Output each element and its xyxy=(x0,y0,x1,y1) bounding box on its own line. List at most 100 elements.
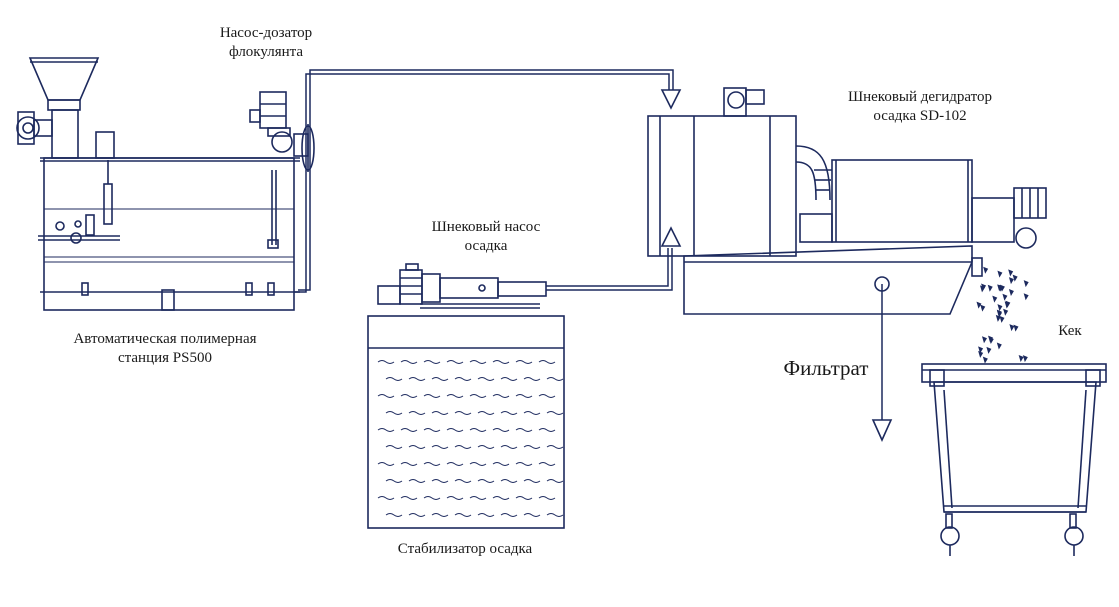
wave-mark xyxy=(538,462,556,466)
wave-mark xyxy=(377,462,395,466)
cake-particle xyxy=(1022,355,1028,363)
cake-particle xyxy=(1013,324,1019,332)
wave-mark xyxy=(423,496,441,500)
pipes xyxy=(294,69,893,442)
screw-pump-label: Шнековый насос осадка xyxy=(406,218,566,256)
wave-mark xyxy=(492,394,510,398)
wave-mark xyxy=(500,377,518,381)
cake-particle xyxy=(997,270,1003,278)
wave-mark xyxy=(454,513,472,517)
wave-mark xyxy=(515,428,533,432)
cake-particle xyxy=(996,342,1002,350)
wave-mark xyxy=(400,496,418,500)
wave-mark xyxy=(454,411,472,415)
wave-mark xyxy=(385,513,403,517)
wave-mark xyxy=(515,394,533,398)
wave-mark xyxy=(492,462,510,466)
dehydrator-label-line2: осадка SD-102 xyxy=(873,108,967,124)
screw-pump-label-line2: осадка xyxy=(464,238,508,254)
wave-mark xyxy=(408,445,426,449)
wave-mark xyxy=(377,394,395,398)
wave-mark xyxy=(469,428,487,432)
dosing-pump-label-line2: флокулянта xyxy=(228,44,304,60)
wave-mark xyxy=(400,360,418,364)
wave-mark xyxy=(538,360,556,364)
dosing-pump-label: Насос-дозатор флокулянта xyxy=(196,24,336,62)
cake-particle xyxy=(1002,293,1008,301)
wave-mark xyxy=(377,428,395,432)
wave-mark xyxy=(469,462,487,466)
cake-particle xyxy=(980,304,986,312)
wave-mark xyxy=(446,394,464,398)
cake-particle xyxy=(1018,354,1024,362)
cake-particle xyxy=(997,304,1003,312)
polymer-station xyxy=(16,57,315,311)
cake-particle xyxy=(986,346,992,354)
cake-particle xyxy=(978,350,984,358)
wave-mark xyxy=(546,445,564,449)
polymer-station-label: Автоматическая полимерная станция PS500 xyxy=(40,330,290,368)
wave-mark xyxy=(492,496,510,500)
cake-particle xyxy=(1008,269,1014,277)
cake-particle xyxy=(999,315,1005,323)
screw-pump xyxy=(377,263,547,309)
cake-particle xyxy=(983,266,989,274)
wave-mark xyxy=(454,479,472,483)
stabilizer-label: Стабилизатор осадка xyxy=(397,541,533,557)
cake-particle xyxy=(996,309,1002,317)
wave-mark xyxy=(477,377,495,381)
cake-particle xyxy=(987,284,993,292)
wave-mark xyxy=(523,377,541,381)
cake-particle xyxy=(976,301,982,309)
wave-mark xyxy=(431,445,449,449)
wave-mark xyxy=(477,513,495,517)
wave-mark xyxy=(385,411,403,415)
dehydrator-label-line1: Шнековый дегидратор xyxy=(847,89,992,105)
wave-mark xyxy=(492,360,510,364)
cake-particle xyxy=(992,295,998,303)
wave-mark xyxy=(515,360,533,364)
wave-mark xyxy=(477,445,495,449)
wave-mark xyxy=(469,496,487,500)
cake-particle xyxy=(981,283,987,291)
wave-mark xyxy=(454,377,472,381)
wave-mark xyxy=(515,462,533,466)
wave-mark xyxy=(546,411,564,415)
cake-particle xyxy=(1008,288,1014,296)
wave-mark xyxy=(400,394,418,398)
wave-mark xyxy=(423,462,441,466)
cake-particle xyxy=(988,335,994,343)
cake-particle xyxy=(1023,293,1029,301)
wave-mark xyxy=(546,377,564,381)
wave-mark xyxy=(431,411,449,415)
wave-mark xyxy=(408,513,426,517)
wave-mark xyxy=(454,445,472,449)
screw-pump-label-line1: Шнековый насос xyxy=(431,219,541,235)
wave-mark xyxy=(523,445,541,449)
wave-mark xyxy=(400,462,418,466)
wave-mark xyxy=(538,496,556,500)
wave-mark xyxy=(500,411,518,415)
cake-particle xyxy=(1003,308,1009,316)
cake-particle xyxy=(1008,277,1014,285)
wave-mark xyxy=(500,445,518,449)
wave-mark xyxy=(500,479,518,483)
wave-mark xyxy=(446,462,464,466)
wave-mark xyxy=(523,513,541,517)
stabilizer-tank xyxy=(367,315,565,529)
dehydrator xyxy=(647,87,1047,315)
wave-mark xyxy=(446,360,464,364)
wave-mark xyxy=(431,479,449,483)
cake-particle xyxy=(998,284,1004,292)
dosing-pump-label-line1: Насос-дозатор xyxy=(219,25,313,41)
wave-mark xyxy=(446,428,464,432)
wave-mark xyxy=(446,496,464,500)
cake-particles xyxy=(976,266,1029,364)
wave-mark xyxy=(408,377,426,381)
wave-mark xyxy=(385,445,403,449)
wave-mark xyxy=(500,513,518,517)
polymer-station-label-line1: Автоматическая полимерная xyxy=(73,331,257,347)
cake-container xyxy=(921,363,1107,556)
wave-mark xyxy=(469,360,487,364)
